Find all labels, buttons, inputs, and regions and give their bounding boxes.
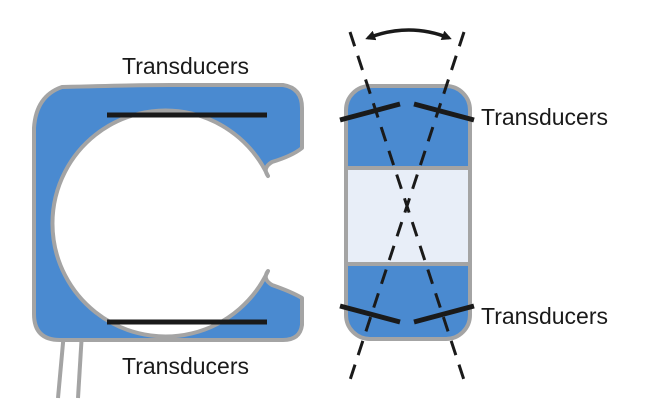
transducer-mark-upper-right [413,101,475,123]
transducer-mark-lower-right [413,303,475,325]
sensor-cable [56,331,84,399]
pipe-window [344,166,472,266]
label-transducers-bottom-right: Transducers [481,303,608,329]
c-clamp-sensor-body [32,83,304,342]
sound-path-2 [348,31,466,381]
label-transducers-top-right: Transducers [481,104,608,130]
transducer-mark-lower-left [339,303,401,325]
label-transducers-top-left: Transducers [122,53,249,79]
transducer-mark-upper-left [339,101,401,123]
double-arrow-icon [365,28,452,41]
label-transducers-bottom-left: Transducers [122,353,249,379]
